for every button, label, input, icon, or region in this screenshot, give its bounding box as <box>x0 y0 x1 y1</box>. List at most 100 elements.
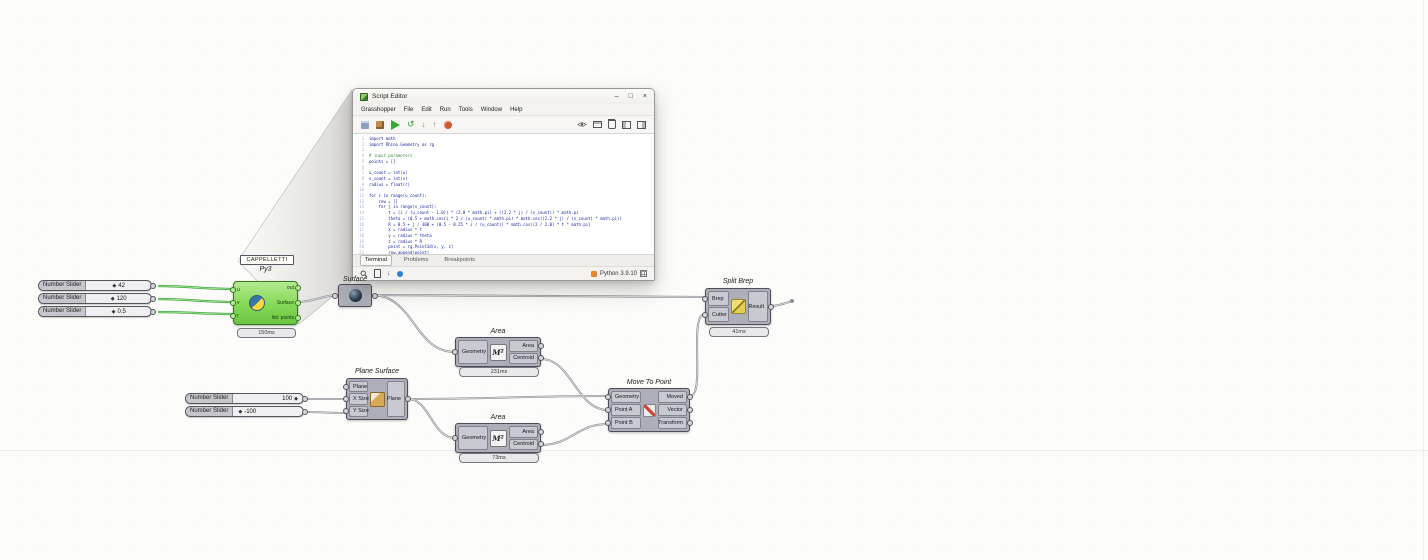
output-port-result[interactable]: Result <box>747 291 768 322</box>
window-frame-icon[interactable] <box>593 121 602 128</box>
input-port-brep[interactable]: Brep <box>708 291 729 306</box>
code-line[interactable]: v_count = int(v) <box>369 175 408 181</box>
code-line[interactable]: # input parameters <box>369 153 413 159</box>
code-line[interactable]: row.append(point) <box>369 250 430 255</box>
code-line[interactable]: row = [] <box>369 198 398 204</box>
menu-grasshopper[interactable]: Grasshopper <box>361 106 396 113</box>
new-file-icon[interactable] <box>374 269 381 278</box>
input-port-x-size[interactable]: X Size <box>349 393 369 405</box>
number-slider-v[interactable]: Number Slider ◆ 120 <box>38 293 152 304</box>
input-port-plane[interactable]: Plane <box>349 381 368 393</box>
maximize-button[interactable]: □ <box>628 93 633 100</box>
menu-window[interactable]: Window <box>480 106 503 113</box>
script-editor-window[interactable]: Script Editor – □ × Grasshopper File Edi… <box>352 88 655 281</box>
area-component-top[interactable]: Geometry M² Area Centroid <box>455 337 541 367</box>
tab-breakpoints[interactable]: Breakpoints <box>444 257 476 263</box>
code-line[interactable]: u_count = int(u) <box>369 170 408 176</box>
move-to-point-component[interactable]: Geometry Point A Point B Moved Vector Tr… <box>608 388 690 432</box>
window-title: Script Editor <box>372 93 408 100</box>
slider-grip-icon[interactable]: ◆ <box>110 295 115 302</box>
slider-track[interactable]: ◆ -100 <box>233 407 303 416</box>
input-port-point-b[interactable]: Point B <box>611 417 641 429</box>
window-titlebar[interactable]: Script Editor – □ × <box>353 89 654 104</box>
menu-edit[interactable]: Edit <box>421 106 432 113</box>
slider-track[interactable]: ◆ 0.5 <box>86 307 151 316</box>
code-line[interactable]: for j in range(v_count): <box>369 204 437 210</box>
code-line[interactable]: x = radius * t <box>369 227 422 233</box>
input-port-y-size[interactable]: Y Size <box>349 405 369 417</box>
search-icon[interactable] <box>360 270 368 278</box>
output-port-transform[interactable]: Transform <box>657 417 687 429</box>
code-line[interactable]: radius = float(r) <box>369 181 410 187</box>
code-line[interactable]: t = (i / (u_count - 1.0)) * (2.0 * math.… <box>369 210 579 216</box>
reset-icon[interactable]: ↺ <box>407 119 415 129</box>
surface-param-component[interactable] <box>338 284 372 307</box>
output-port-surface[interactable]: Surface <box>272 300 294 306</box>
stop-icon[interactable] <box>443 120 452 129</box>
slider-track[interactable]: ◆ 100 <box>233 394 303 403</box>
minimize-button[interactable]: – <box>614 93 619 100</box>
save-icon[interactable] <box>361 120 369 129</box>
export-icon[interactable]: ↑ <box>432 119 437 129</box>
code-line[interactable]: theta = (0.5 + math.cos(i * 2 / (u_count… <box>369 215 622 221</box>
code-line[interactable]: point = rg.Point3d(x, y, z) <box>369 244 454 250</box>
py3-script-component[interactable]: u v r out Surface list: points <box>233 281 298 325</box>
input-port-r[interactable]: r <box>237 313 245 319</box>
slider-grip-icon[interactable]: ◆ <box>238 408 243 415</box>
output-port-centroid[interactable]: Centroid <box>508 352 538 364</box>
menu-run[interactable]: Run <box>439 106 451 113</box>
input-port-u[interactable]: u <box>237 287 245 293</box>
preview-eye-icon[interactable] <box>577 121 587 128</box>
code-editor[interactable]: import math import Rhino.Geometry as rg … <box>353 133 654 255</box>
code-line[interactable]: points = [] <box>369 158 396 164</box>
slider-grip-icon[interactable]: ◆ <box>294 395 298 402</box>
plane-surface-component[interactable]: Plane X Size Y Size Plane <box>346 378 408 420</box>
trash-icon[interactable] <box>607 119 616 129</box>
run-script-button[interactable] <box>391 119 400 130</box>
output-port-vector[interactable]: Vector <box>657 404 687 416</box>
code-line[interactable]: R = 0.5 + j / 300 + (0.5 - 0.25 * i / (u… <box>369 221 591 227</box>
package-manager-icon[interactable] <box>376 120 384 129</box>
input-port-point-a[interactable]: Point A <box>611 404 641 416</box>
menu-help[interactable]: Help <box>510 106 523 113</box>
import-icon[interactable]: ↓ <box>421 119 426 129</box>
slider-track[interactable]: ◆ 120 <box>86 294 151 303</box>
code-line[interactable]: import Rhino.Geometry as rg <box>369 141 435 147</box>
slider-track[interactable]: ◆ 42 <box>86 281 151 290</box>
output-port-out[interactable]: out <box>272 285 294 291</box>
code-line[interactable]: z = radius * R <box>369 238 422 244</box>
number-slider-ysize[interactable]: Number Slider ◆ -100 <box>185 406 304 417</box>
code-line[interactable]: for i in range(u_count): <box>369 193 427 199</box>
code-line[interactable]: y = radius * theta <box>369 232 432 238</box>
tab-problems[interactable]: Problems <box>403 257 429 263</box>
close-button[interactable]: × <box>642 93 647 100</box>
environment-grid-icon[interactable] <box>640 270 647 277</box>
layout-left-icon[interactable] <box>622 120 631 129</box>
input-port-geometry[interactable]: Geometry <box>458 340 488 364</box>
code-line[interactable]: import math <box>369 136 396 141</box>
slider-grip-icon[interactable]: ◆ <box>111 308 116 315</box>
info-icon[interactable] <box>396 270 403 277</box>
layout-right-icon[interactable] <box>637 120 646 129</box>
menu-file[interactable]: File <box>403 106 414 113</box>
output-port-moved[interactable]: Moved <box>657 391 687 403</box>
area-component-bottom[interactable]: Geometry M² Area Centroid <box>455 423 541 453</box>
scroll-down-icon[interactable]: ↓ <box>387 270 391 277</box>
number-slider-u[interactable]: Number Slider ◆ 42 <box>38 280 152 291</box>
slider-grip-icon[interactable]: ◆ <box>112 282 117 289</box>
input-port-cutter[interactable]: Cutter <box>708 307 729 322</box>
output-port-area[interactable]: Area <box>508 340 538 352</box>
input-port-v[interactable]: v <box>237 300 245 306</box>
output-port-area[interactable]: Area <box>508 426 538 438</box>
input-port-geometry[interactable]: Geometry <box>458 426 488 450</box>
output-port-points[interactable]: list: points <box>271 315 294 321</box>
number-slider-xsize[interactable]: Number Slider ◆ 100 <box>185 393 304 404</box>
number-slider-r[interactable]: Number Slider ◆ 0.5 <box>38 306 152 317</box>
output-port-centroid[interactable]: Centroid <box>508 438 538 450</box>
split-brep-component[interactable]: Brep Cutter Result <box>705 288 771 325</box>
menu-tools[interactable]: Tools <box>458 106 473 113</box>
input-port-geometry[interactable]: Geometry <box>611 391 641 403</box>
tab-terminal[interactable]: Terminal <box>360 255 392 266</box>
output-port-plane[interactable]: Plane <box>386 381 405 417</box>
